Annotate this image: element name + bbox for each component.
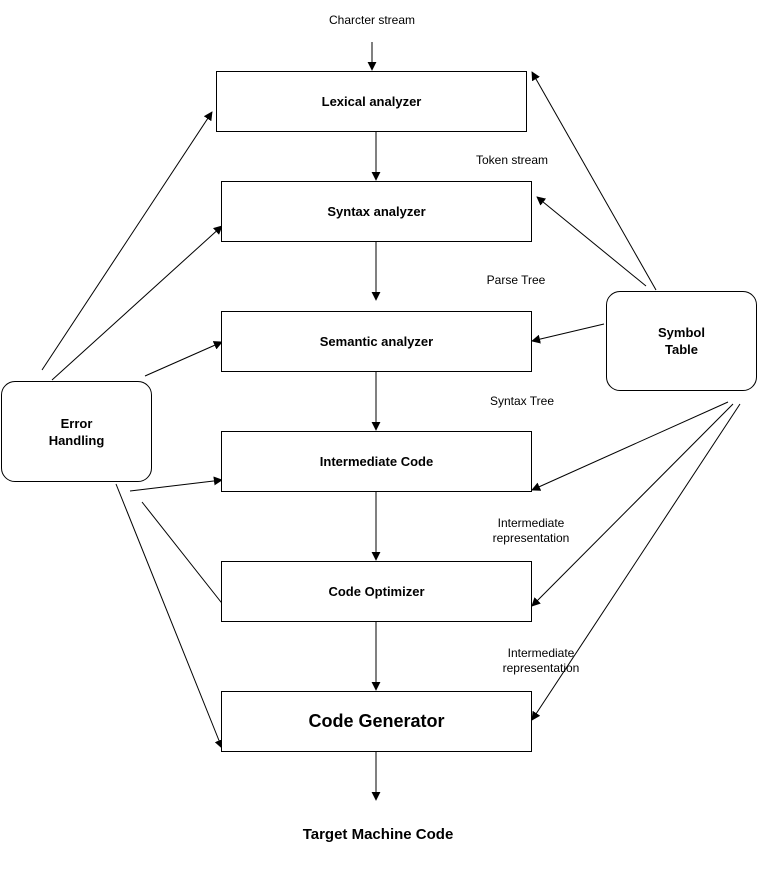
edge-symbol-to-generator	[531, 403, 741, 721]
error-handling-box: Error Handling	[1, 381, 152, 482]
syntax-tree-label: Syntax Tree	[489, 394, 555, 408]
symbol-table-line-2: Table	[665, 342, 698, 357]
intermediate-representation-label-2: Intermediate representation	[502, 646, 580, 675]
code-optimizer-box: Code Optimizer	[221, 561, 532, 622]
target-machine-code-label: Target Machine Code	[302, 826, 454, 843]
error-handling-line-2: Handling	[48, 432, 105, 448]
edge-error-to-lexical	[41, 111, 213, 371]
parse-tree-label: Parse Tree	[486, 273, 546, 287]
code-generator-box: Code Generator	[221, 691, 532, 752]
syntax-analyzer-box: Syntax analyzer	[221, 181, 532, 242]
intermediate-representation-label-1: Intermediate representation	[492, 516, 570, 545]
edge-symbol-to-syntax	[536, 196, 647, 287]
edge-error-to-syntax	[51, 225, 223, 381]
edge-error-to-intermediate	[129, 476, 223, 492]
edge-error-to-semantic	[144, 341, 223, 377]
edge-symbol-to-optimizer	[531, 403, 734, 607]
error-handling-line-1: Error	[60, 415, 93, 431]
intermediate-code-box: Intermediate Code	[221, 431, 532, 492]
symbol-table-box: Symbol Table	[606, 291, 757, 391]
token-stream-label: Token stream	[475, 153, 549, 167]
edge-error-to-optimizer	[141, 501, 233, 617]
semantic-analyzer-box: Semantic analyzer	[221, 311, 532, 372]
edge-symbol-to-lexical	[531, 71, 657, 291]
lexical-analyzer-box: Lexical analyzer	[216, 71, 527, 132]
symbol-table-line-1: Symbol	[658, 325, 705, 340]
edge-symbol-to-intermediate	[531, 401, 729, 491]
edge-symbol-to-semantic	[531, 323, 605, 344]
input-label: Charcter stream	[328, 13, 416, 27]
edge-error-to-generator	[115, 483, 224, 749]
